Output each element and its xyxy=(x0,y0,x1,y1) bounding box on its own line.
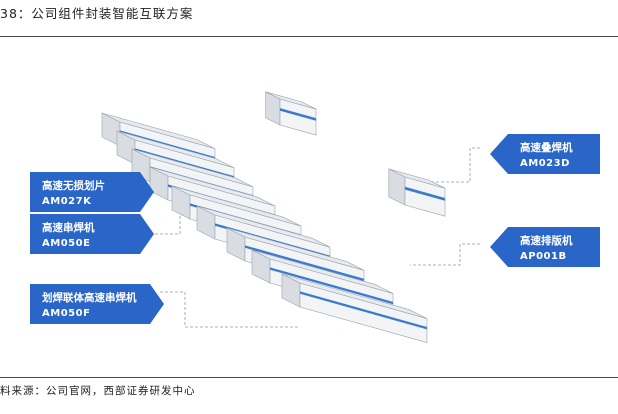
callout-code: AM027K xyxy=(42,194,154,210)
callout-code: AM050F xyxy=(42,306,164,322)
callout-ap001b: 高速排版机 AP001B xyxy=(490,227,600,267)
leader-line-4 xyxy=(420,148,480,182)
callout-am027k: 高速无损划片 AM027K xyxy=(30,172,154,212)
callout-name: 划焊联体高速串焊机 xyxy=(42,290,164,306)
callout-code: AM023D xyxy=(520,156,600,172)
callout-am050f: 划焊联体高速串焊机 AM050F xyxy=(30,284,164,324)
source-note: 料来源：公司官网，西部证券研发中心 xyxy=(0,383,196,398)
callout-name: 高速串焊机 xyxy=(42,220,154,236)
source-divider xyxy=(0,377,618,378)
callout-code: AM050E xyxy=(42,236,154,252)
callout-am050e: 高速串焊机 AM050E xyxy=(30,214,154,254)
leader-line-3 xyxy=(160,292,300,327)
stacker-station-2 xyxy=(389,169,445,216)
figure-title: 38：公司组件封装智能互联方案 xyxy=(0,4,193,24)
leader-line-5 xyxy=(410,244,480,265)
callout-name: 高速排版机 xyxy=(520,233,600,249)
callout-name: 高速叠焊机 xyxy=(520,140,600,156)
production-line-figure: 高速无损划片 AM027K 高速串焊机 AM050E 划焊联体高速串焊机 AM0… xyxy=(0,37,618,377)
callout-am023d: 高速叠焊机 AM023D xyxy=(490,134,600,174)
callout-name: 高速无损划片 xyxy=(42,178,154,194)
callout-code: AP001B xyxy=(520,249,600,265)
stacker-station-1 xyxy=(266,92,316,135)
